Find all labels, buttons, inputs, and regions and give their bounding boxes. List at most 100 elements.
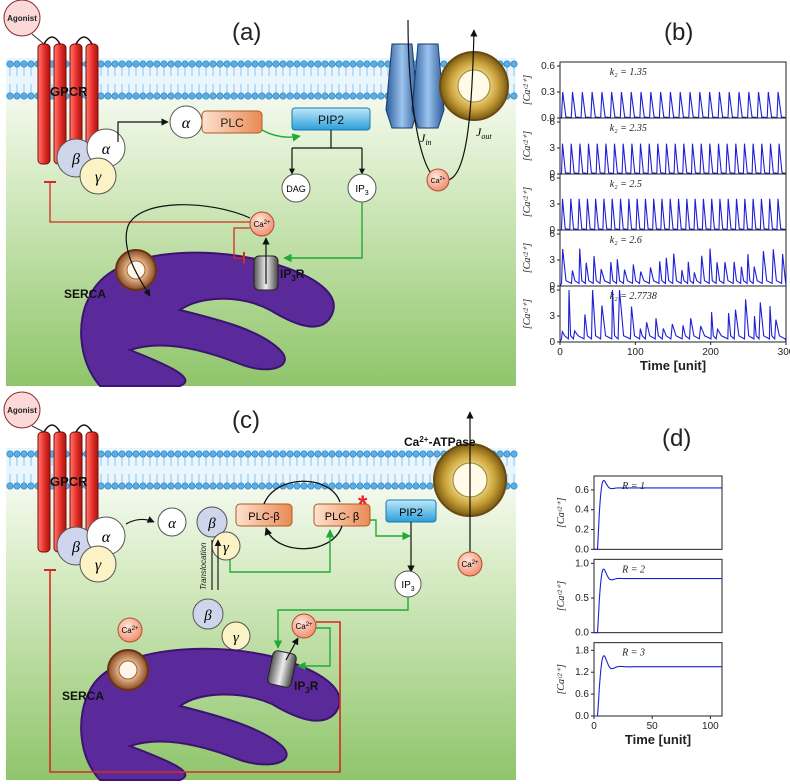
lipid-head — [405, 482, 413, 490]
lipid-head — [146, 92, 154, 100]
lipid-head — [335, 92, 343, 100]
serca-label-c: SERCA — [62, 689, 104, 703]
chart-d-panel-frame — [593, 642, 723, 717]
plc-label-a: PLC — [220, 116, 244, 130]
gpcr-label-a: GPCR — [50, 84, 88, 99]
chart-b-y-tick-label: 0 — [549, 169, 555, 180]
gamma-subunit-c — [79, 545, 117, 583]
lipid-head — [265, 450, 273, 458]
lipid-head — [279, 450, 287, 458]
lipid-head — [216, 92, 224, 100]
lipid-head — [244, 482, 252, 490]
lipid-head — [237, 450, 245, 458]
plc-beta-label-2-c: PLC- β — [325, 511, 359, 523]
lipid-head — [209, 60, 217, 68]
lipid-head — [300, 60, 308, 68]
lipid-head — [293, 60, 301, 68]
chart-b-series-line — [559, 198, 786, 231]
chart-b-series-label: k₂ = 2.35 — [610, 123, 647, 134]
lipid-head — [237, 60, 245, 68]
lipid-head — [223, 92, 231, 100]
lipid-head — [174, 482, 182, 490]
chart-b-series-label: k₂ = 2.7738 — [610, 291, 657, 302]
lipid-head — [286, 60, 294, 68]
chart-d-series-label: R = 2 — [621, 564, 645, 575]
lipid-head — [202, 482, 210, 490]
lipid-head — [97, 60, 105, 68]
lipid-head — [321, 60, 329, 68]
jout-label-a: Jout — [476, 125, 492, 141]
translocation-label-c: Translocation — [199, 542, 208, 590]
lipid-head — [503, 60, 511, 68]
lipid-head — [146, 482, 154, 490]
lipid-head — [118, 92, 126, 100]
lipid-head — [216, 450, 224, 458]
lipid-head — [426, 482, 434, 490]
chart-b-y-tick-label: 3 — [549, 199, 555, 210]
lipid-head — [328, 450, 336, 458]
lipid-head — [258, 60, 266, 68]
lipid-head — [167, 60, 175, 68]
chart-d-series-line — [594, 568, 722, 634]
plc-box-a — [201, 110, 263, 134]
lipid-head — [510, 450, 518, 458]
lipid-head — [356, 92, 364, 100]
ca-inhibit-gpcr-c — [49, 570, 341, 773]
lipid-head — [174, 60, 182, 68]
chart-d-y-tick-label: 0.6 — [575, 689, 589, 700]
chart-b-series-line — [559, 248, 787, 287]
chart-b-x-tick-label: 0 — [557, 347, 563, 358]
lipid-head — [153, 450, 161, 458]
lipid-head — [335, 60, 343, 68]
chart-b-series-line — [559, 91, 787, 119]
chart-b-y-tick-label: 3 — [549, 143, 555, 154]
ca-inhibit-gpcr-a — [49, 182, 250, 223]
panel-label-d: (d) — [662, 425, 691, 452]
lipid-head — [6, 60, 14, 68]
lipid-head — [209, 482, 217, 490]
chart-d-y-axis-label: [Caᶜ²⁺] — [556, 497, 567, 527]
ca-cytosol-c — [291, 613, 317, 639]
alpha-label-a: α — [102, 141, 111, 158]
lipid-head — [167, 92, 175, 100]
lipid-head — [104, 60, 112, 68]
lipid-head — [307, 60, 315, 68]
lipid-head — [328, 60, 336, 68]
chart-b-x-tick-label: 100 — [627, 347, 644, 358]
chart-b-y-tick-label: 3 — [549, 311, 555, 322]
alpha-release-arrow-a — [117, 118, 169, 142]
lipid-head — [27, 450, 35, 458]
lipid-head — [342, 60, 350, 68]
lipid-head — [419, 482, 427, 490]
panel-a: GPCR Agonist β α γ α PLC PIP2 DAG IP3 SE… — [3, 0, 518, 387]
lipid-head — [153, 60, 161, 68]
lipid-head — [307, 482, 315, 490]
lipid-head — [132, 60, 140, 68]
lipid-head — [496, 450, 504, 458]
agonist-ball-a — [3, 0, 41, 37]
lipid-head — [195, 60, 203, 68]
chart-b-series-label: k₂ = 2.5 — [610, 179, 642, 190]
lipid-head — [223, 482, 231, 490]
lipid-head — [202, 92, 210, 100]
lipid-head — [384, 450, 392, 458]
lipid-head — [132, 482, 140, 490]
lipid-head — [97, 482, 105, 490]
chart-d-y-tick-label: 0.6 — [575, 485, 589, 496]
lipid-head — [188, 92, 196, 100]
lipid-head — [6, 450, 14, 458]
lipid-head — [272, 450, 280, 458]
chart-b-y-axis-label: [Caᶜ²⁺] — [522, 299, 533, 329]
lipid-head — [125, 60, 133, 68]
lipid-head — [251, 450, 259, 458]
ip3-activate-ip3r-a — [283, 202, 363, 263]
lipid-head — [6, 482, 14, 490]
lipid-head — [398, 450, 406, 458]
lipid-head — [258, 92, 266, 100]
plc-cycle-c — [264, 480, 343, 550]
lipid-head — [279, 60, 287, 68]
lipid-head — [160, 92, 168, 100]
lipid-head — [342, 92, 350, 100]
ca-serca-label-c: Ca2+ — [121, 626, 139, 635]
